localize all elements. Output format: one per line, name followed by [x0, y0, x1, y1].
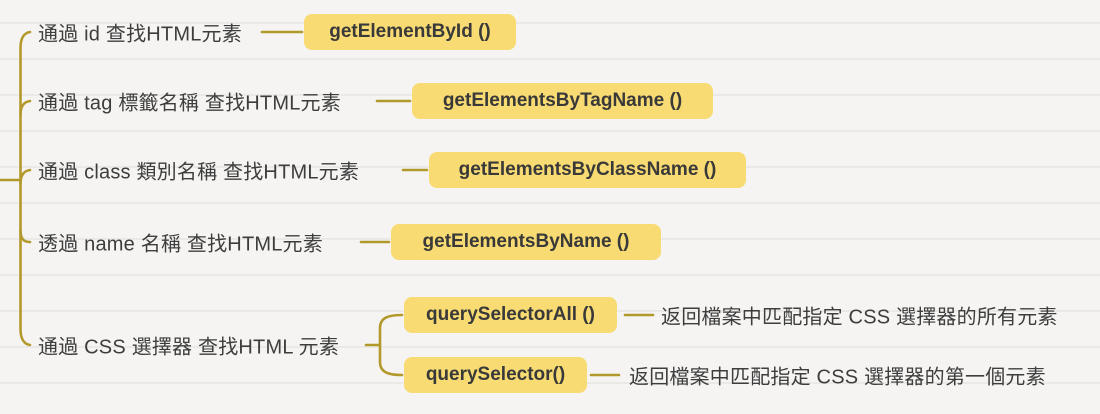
topic-find-by-id[interactable]: 通過 id 查找HTML元素	[38, 23, 242, 46]
branch-line-class	[19, 168, 32, 186]
topic-find-by-tag[interactable]: 通過 tag 標籤名稱 查找HTML元素	[38, 92, 341, 115]
method-getelementbyid[interactable]: getElementById ()	[304, 14, 516, 50]
description-queryselector[interactable]: 返回檔案中匹配指定 CSS 選擇器的第一個元素	[629, 366, 1046, 389]
method-queryselectorall[interactable]: querySelectorAll ()	[404, 297, 617, 333]
method-getelementsbyclassname[interactable]: getElementsByClassName ()	[429, 152, 746, 188]
description-queryselectorall[interactable]: 返回檔案中匹配指定 CSS 選擇器的所有元素	[661, 306, 1058, 329]
branch-line-name	[19, 228, 32, 244]
topic-find-by-css-selector[interactable]: 通過 CSS 選擇器 查找HTML 元素	[38, 336, 340, 359]
topic-find-by-name[interactable]: 透過 name 名稱 查找HTML元素	[38, 233, 323, 256]
spine-line	[19, 30, 32, 347]
topic-find-by-class[interactable]: 通過 class 類別名稱 查找HTML元素	[38, 161, 360, 184]
bracket-css-children	[378, 313, 404, 377]
method-getelementsbytagname[interactable]: getElementsByTagName ()	[412, 83, 713, 119]
method-getelementsbyname[interactable]: getElementsByName ()	[391, 224, 661, 260]
branch-line-tag	[19, 99, 32, 117]
method-queryselector[interactable]: querySelector()	[404, 357, 587, 393]
